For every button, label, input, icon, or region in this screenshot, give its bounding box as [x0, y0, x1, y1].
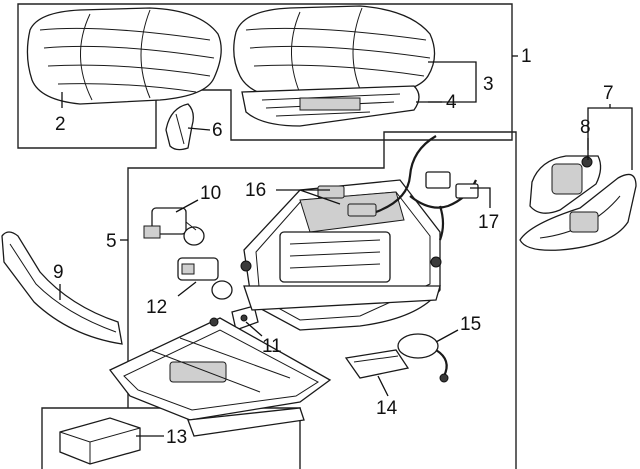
leader-3 — [428, 61, 477, 103]
control-module-13 — [59, 417, 141, 465]
leader-7 — [587, 104, 633, 170]
callout-16: 16 — [245, 180, 266, 201]
callout-13: 13 — [166, 427, 187, 448]
upper-cushion-frame — [17, 3, 513, 149]
leader-15 — [435, 329, 459, 343]
callout-8: 8 — [580, 117, 591, 138]
side-shield-panel — [519, 173, 637, 251]
callout-7: 7 — [603, 83, 614, 104]
leader-14 — [377, 375, 389, 397]
cushion-pad-left — [26, 7, 222, 105]
front-trim-panel — [1, 231, 123, 345]
callout-3: 3 — [483, 74, 494, 95]
callout-2: 2 — [55, 114, 66, 135]
wiring-harness — [375, 135, 479, 241]
callout-6: 6 — [212, 120, 223, 141]
callout-1: 1 — [521, 46, 532, 67]
cushion-pad-right — [233, 5, 436, 101]
leader-12 — [177, 281, 197, 297]
heater-module-14 — [344, 349, 410, 379]
callout-12: 12 — [146, 297, 167, 318]
side-shield-switch — [529, 155, 602, 214]
module-11 — [231, 305, 259, 331]
callout-14: 14 — [376, 398, 398, 419]
motor-10 — [143, 207, 205, 246]
motor-12 — [177, 257, 233, 300]
leader-6 — [187, 127, 211, 131]
leader-16 — [276, 189, 341, 205]
callout-4: 4 — [446, 92, 457, 113]
callout-5: 5 — [106, 231, 117, 252]
heater-mat — [241, 85, 420, 127]
leader-10 — [175, 199, 199, 213]
callout-11: 11 — [262, 336, 282, 357]
seat-frame-assembly — [240, 179, 442, 331]
sensor-15 — [397, 333, 449, 383]
leader-11 — [245, 321, 263, 337]
sensor-16 — [317, 185, 377, 217]
seat-track-assembly — [108, 317, 332, 437]
callout-9: 9 — [53, 262, 64, 283]
leader-17 — [470, 187, 491, 208]
callout-10: 10 — [200, 183, 221, 204]
trim-cover-part — [165, 103, 194, 151]
callout-17: 17 — [478, 212, 499, 233]
callout-15: 15 — [460, 314, 481, 335]
